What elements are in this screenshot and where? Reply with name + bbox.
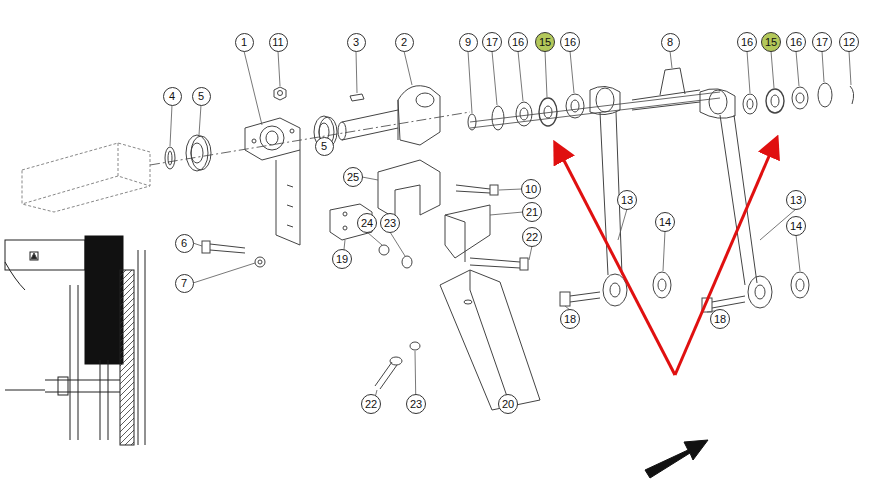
- callout-number: 12: [843, 37, 855, 48]
- callout-circle: 14: [655, 212, 675, 232]
- callout-circle: 13: [617, 190, 637, 210]
- callout-number: 1: [241, 37, 247, 48]
- callout-circle: 14: [786, 216, 806, 236]
- callout-number: 5: [198, 91, 204, 102]
- callout-circle: 17: [812, 32, 832, 52]
- callout-circle: 21: [522, 202, 542, 222]
- callout-number: 7: [181, 278, 187, 289]
- callout-circle: 10: [521, 179, 541, 199]
- callout-number: 2: [401, 37, 407, 48]
- callout-number: 21: [526, 207, 538, 218]
- callout-circle: 11: [269, 33, 288, 52]
- callout-circle: 6: [175, 234, 194, 253]
- callout-number: 25: [347, 172, 359, 183]
- callout-number: 16: [741, 37, 753, 48]
- callout-number: 6: [181, 238, 187, 249]
- callout-number: 16: [790, 37, 802, 48]
- callout-number: 22: [365, 399, 377, 410]
- callout-number: 23: [410, 399, 422, 410]
- callout-number: 14: [790, 221, 802, 232]
- callout-circle: 1: [235, 33, 254, 52]
- callout-number: 22: [526, 232, 538, 243]
- callout-circle: 16: [560, 32, 580, 52]
- callout-number: 18: [714, 314, 726, 325]
- callout-circle: 16: [786, 32, 806, 52]
- callout-number: 5: [321, 141, 327, 152]
- callout-number: 15: [765, 37, 777, 48]
- callout-circle: 17: [482, 32, 502, 52]
- callout-circle: 23: [380, 213, 400, 233]
- callout-number: 11: [272, 37, 283, 48]
- callout-circle: 18: [560, 309, 580, 329]
- inset: [5, 236, 145, 445]
- callout-circle: 18: [710, 309, 730, 329]
- callout-circle: 5: [315, 137, 334, 156]
- callout-number: 15: [539, 37, 551, 48]
- callout-circle: 24: [357, 213, 377, 233]
- callout-number: 8: [667, 37, 673, 48]
- callout-number: 16: [564, 37, 576, 48]
- callout-number: 10: [525, 184, 537, 195]
- callout-circle: 22: [361, 394, 381, 414]
- callout-number: 17: [486, 37, 498, 48]
- callout-circle: 25: [343, 167, 363, 187]
- callout-circle: 20: [498, 394, 518, 414]
- callout-number: 3: [353, 37, 359, 48]
- callout-circle: 12: [839, 32, 859, 52]
- callout-number: 13: [790, 195, 802, 206]
- callout-circle: 16: [508, 32, 528, 52]
- callout-circle: 4: [163, 87, 182, 106]
- callout-circle: 15: [535, 32, 555, 52]
- callout-circle: 16: [737, 32, 757, 52]
- ghost-cylinder: [22, 143, 150, 212]
- callout-circle: 22: [522, 227, 542, 247]
- callout-number: 14: [659, 217, 671, 228]
- callout-number: 20: [502, 399, 514, 410]
- callout-circle: 13: [786, 190, 806, 210]
- callout-circle: 8: [661, 33, 680, 52]
- callout-number: 17: [816, 37, 828, 48]
- callout-number: 4: [169, 91, 175, 102]
- callout-number: 19: [336, 254, 348, 265]
- callout-number: 23: [384, 218, 396, 229]
- callout-circle: 23: [406, 394, 426, 414]
- callout-circle: 7: [175, 274, 194, 293]
- red-arrow: [556, 145, 675, 375]
- callout-circle: 5: [192, 87, 211, 106]
- callout-number: 13: [621, 195, 633, 206]
- callout-number: 9: [465, 37, 471, 48]
- direction-arrow: [645, 440, 708, 478]
- callout-number: 16: [512, 37, 524, 48]
- callout-number: 24: [361, 218, 373, 229]
- callout-number: 18: [564, 314, 576, 325]
- callout-circle: 2: [395, 33, 414, 52]
- red-arrow: [675, 140, 776, 375]
- callout-circle: 19: [332, 249, 352, 269]
- callout-circle: 3: [347, 33, 366, 52]
- callout-circle: 9: [459, 33, 478, 52]
- callout-circle: 15: [761, 32, 781, 52]
